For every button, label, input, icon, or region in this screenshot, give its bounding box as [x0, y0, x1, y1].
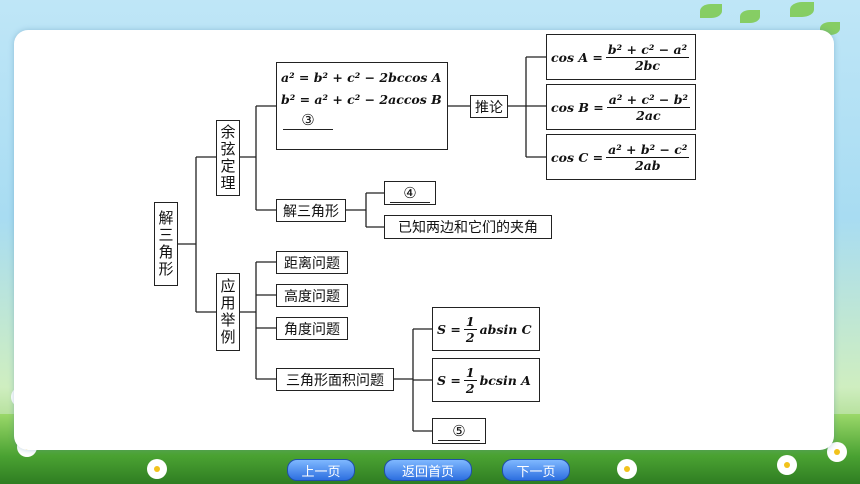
blank-3: ③ — [283, 111, 333, 130]
blank-5-box: ⑤ — [432, 418, 486, 444]
flower-decoration — [150, 462, 164, 476]
node-char: 例 — [220, 328, 236, 346]
root-char: 形 — [158, 260, 174, 278]
height-problem: 高度问题 — [276, 284, 348, 307]
area-a-den: 2 — [465, 380, 475, 396]
cos-c-lhs: cos C = — [551, 149, 604, 165]
corollary-cos-a: cos A = b² + c² − a² 2bc — [546, 34, 696, 80]
cosine-theorem-node: 余 弦 定 理 — [216, 120, 240, 196]
solve-triangle-node: 解三角形 — [276, 199, 346, 222]
cos-a-lhs: cos A = — [551, 49, 603, 65]
leaf-decoration — [700, 4, 722, 18]
area-a-fraction: 1 2 — [463, 364, 477, 396]
prev-page-button[interactable]: 上一页 — [287, 459, 355, 481]
root-char: 三 — [158, 226, 174, 244]
area-c-den: 2 — [465, 329, 475, 345]
cos-b-den: 2ac — [636, 107, 661, 123]
root-char: 角 — [158, 243, 174, 261]
node-char: 弦 — [220, 140, 236, 158]
application-node: 应 用 举 例 — [216, 273, 240, 351]
area-formula-c: S = 1 2 absin C — [432, 307, 540, 351]
area-a-num: 1 — [463, 364, 477, 381]
corollary-cos-b: cos B = a² + c² − b² 2ac — [546, 84, 696, 130]
cos-b-num: a² + c² − b² — [606, 91, 690, 108]
cosine-formulas-box: a² = b² + c² − 2bccos A b² = a² + c² − 2… — [276, 62, 448, 150]
node-char: 应 — [220, 277, 236, 295]
area-a-rhs: bcsin A — [479, 372, 531, 388]
node-char: 余 — [220, 123, 236, 141]
flower-decoration — [830, 445, 844, 459]
next-page-button[interactable]: 下一页 — [502, 459, 570, 481]
cos-b-lhs: cos B = — [551, 99, 604, 115]
distance-problem: 距离问题 — [276, 251, 348, 274]
root-char: 解 — [158, 209, 174, 227]
cos-a-fraction: b² + c² − a² 2bc — [605, 41, 690, 73]
cos-a-den: 2bc — [634, 57, 661, 73]
cos-c-den: 2ab — [634, 157, 661, 173]
cos-c-num: a² + b² − c² — [606, 141, 690, 158]
area-c-num: 1 — [463, 313, 477, 330]
node-char: 举 — [220, 311, 236, 329]
area-a-lhs: S = — [437, 372, 461, 388]
area-c-fraction: 1 2 — [463, 313, 477, 345]
blank-4-box: ④ — [384, 181, 436, 205]
flower-decoration — [780, 458, 794, 472]
angle-problem: 角度问题 — [276, 317, 348, 340]
cos-a-num: b² + c² − a² — [605, 41, 690, 58]
area-problem: 三角形面积问题 — [276, 368, 394, 391]
leaf-decoration — [740, 10, 760, 23]
cos-b-fraction: a² + c² − b² 2ac — [606, 91, 690, 123]
area-c-rhs: absin C — [479, 321, 532, 337]
root-node: 解 三 角 形 — [154, 202, 178, 286]
leaf-decoration — [790, 2, 814, 17]
corollary-cos-c: cos C = a² + b² − c² 2ab — [546, 134, 696, 180]
node-char: 用 — [220, 294, 236, 312]
flower-decoration — [620, 462, 634, 476]
node-char: 定 — [220, 157, 236, 175]
node-char: 理 — [220, 174, 236, 192]
area-c-lhs: S = — [437, 321, 461, 337]
formula-b: b² = a² + c² − 2accos B — [281, 92, 442, 107]
home-button[interactable]: 返回首页 — [384, 459, 472, 481]
area-formula-a: S = 1 2 bcsin A — [432, 358, 540, 402]
blank-5: ⑤ — [438, 422, 480, 441]
formula-a: a² = b² + c² − 2bccos A — [281, 70, 442, 85]
case-two-sides-angle: 已知两边和它们的夹角 — [384, 215, 552, 239]
corollary-node: 推论 — [470, 95, 508, 118]
cos-c-fraction: a² + b² − c² 2ab — [606, 141, 690, 173]
blank-4: ④ — [390, 184, 430, 203]
